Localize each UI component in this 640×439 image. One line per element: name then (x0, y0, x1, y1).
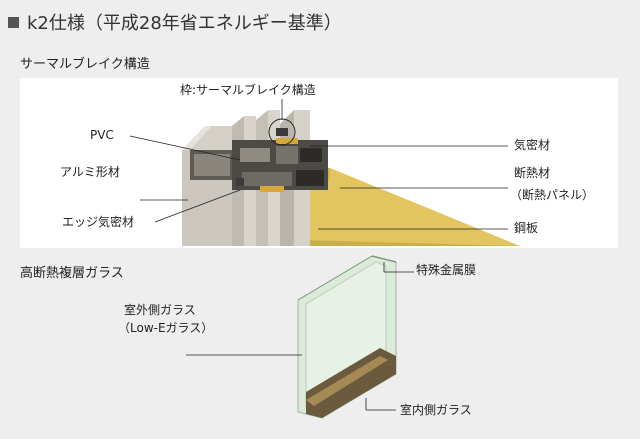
insulation-panel-shape (300, 168, 520, 246)
title-bullet-icon (8, 17, 19, 28)
label-edge-seal: エッジ気密材 (62, 215, 135, 229)
glass-illustration (297, 255, 397, 419)
label-frame-thermal-break: 枠:サーマルブレイク構造 (180, 83, 316, 97)
section-glass: 高断熱複層ガラス (20, 266, 124, 281)
label-insulation-sub: （断熱パネル） (510, 188, 595, 202)
page-title-text: k2仕様（平成28年省エネルギー基準） (27, 13, 342, 34)
section-thermal-break: サーマルブレイク構造 (20, 57, 150, 72)
label-pvc: PVC (90, 128, 114, 142)
label-outer-glass: 室外側ガラス (124, 303, 196, 317)
label-metal-film: 特殊金属膜 (416, 263, 477, 277)
label-insulation: 断熱材 (514, 166, 551, 180)
label-aluminum: アルミ形材 (60, 165, 120, 179)
label-steel-plate: 鋼板 (514, 221, 539, 235)
label-outer-glass-sub: （Low-Eガラス） (118, 321, 214, 335)
page-title: k2仕様（平成28年省エネルギー基準） (8, 9, 342, 35)
label-airtight: 気密材 (514, 138, 551, 152)
label-inner-glass: 室内側ガラス (400, 403, 472, 417)
